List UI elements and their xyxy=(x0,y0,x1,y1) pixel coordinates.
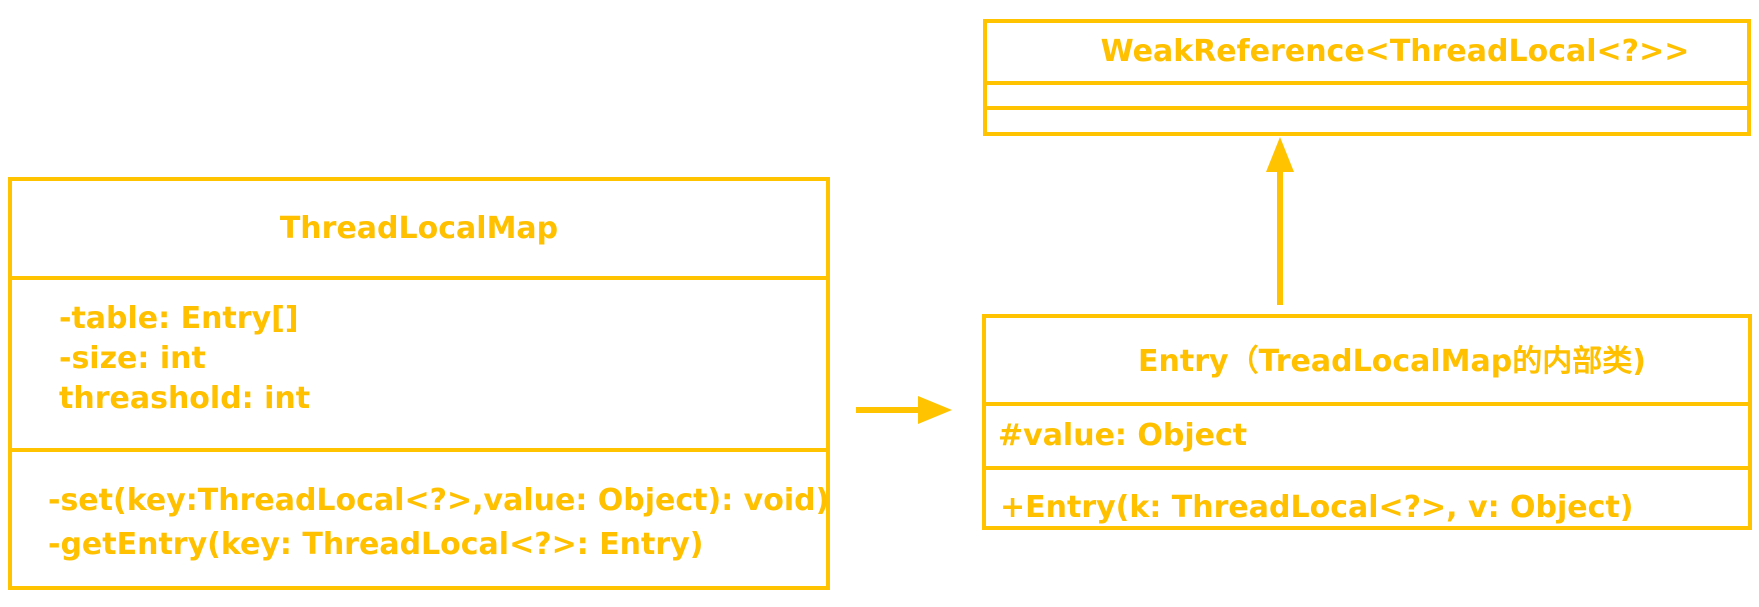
weakreference-class: WeakReference<ThreadLocal<?>> xyxy=(983,19,1751,136)
entry-fields-section: #value: Object xyxy=(986,402,1748,466)
threadlocalmap-title-section: ThreadLocalMap xyxy=(12,181,826,276)
threadlocalmap-fields-section: -table: Entry[] -size: int threashold: i… xyxy=(12,276,826,448)
inheritance-arrow-head xyxy=(1266,137,1294,172)
weakreference-methods-section xyxy=(987,106,1747,132)
entry-class: Entry（TreadLocalMap的内部类) #value: Object … xyxy=(982,314,1752,530)
field-threashold: threashold: int xyxy=(59,381,311,416)
entry-title-section: Entry（TreadLocalMap的内部类) xyxy=(986,318,1748,402)
method-set: -set(key:ThreadLocal<?>,value: Object): … xyxy=(48,483,830,518)
threadlocalmap-class-name: ThreadLocalMap xyxy=(279,211,559,246)
association-arrow-head xyxy=(918,396,952,424)
field-size: -size: int xyxy=(59,341,206,376)
method-getentry: -getEntry(key: ThreadLocal<?>: Entry) xyxy=(48,527,704,562)
threadlocalmap-methods-section: -set(key:ThreadLocal<?>,value: Object): … xyxy=(12,448,830,586)
weakreference-class-name: WeakReference<ThreadLocal<?>> xyxy=(1100,34,1690,69)
weakreference-fields-section xyxy=(987,81,1747,106)
weakreference-title-section: WeakReference<ThreadLocal<?>> xyxy=(987,23,1747,81)
method-entry-constructor: +Entry(k: ThreadLocal<?>, v: Object) xyxy=(1000,490,1634,525)
entry-class-name: Entry（TreadLocalMap的内部类) xyxy=(1138,344,1646,379)
entry-methods-section: +Entry(k: ThreadLocal<?>, v: Object) xyxy=(986,466,1748,530)
field-table: -table: Entry[] xyxy=(59,301,299,336)
threadlocalmap-class: ThreadLocalMap -table: Entry[] -size: in… xyxy=(8,177,830,590)
field-value: #value: Object xyxy=(998,418,1248,453)
